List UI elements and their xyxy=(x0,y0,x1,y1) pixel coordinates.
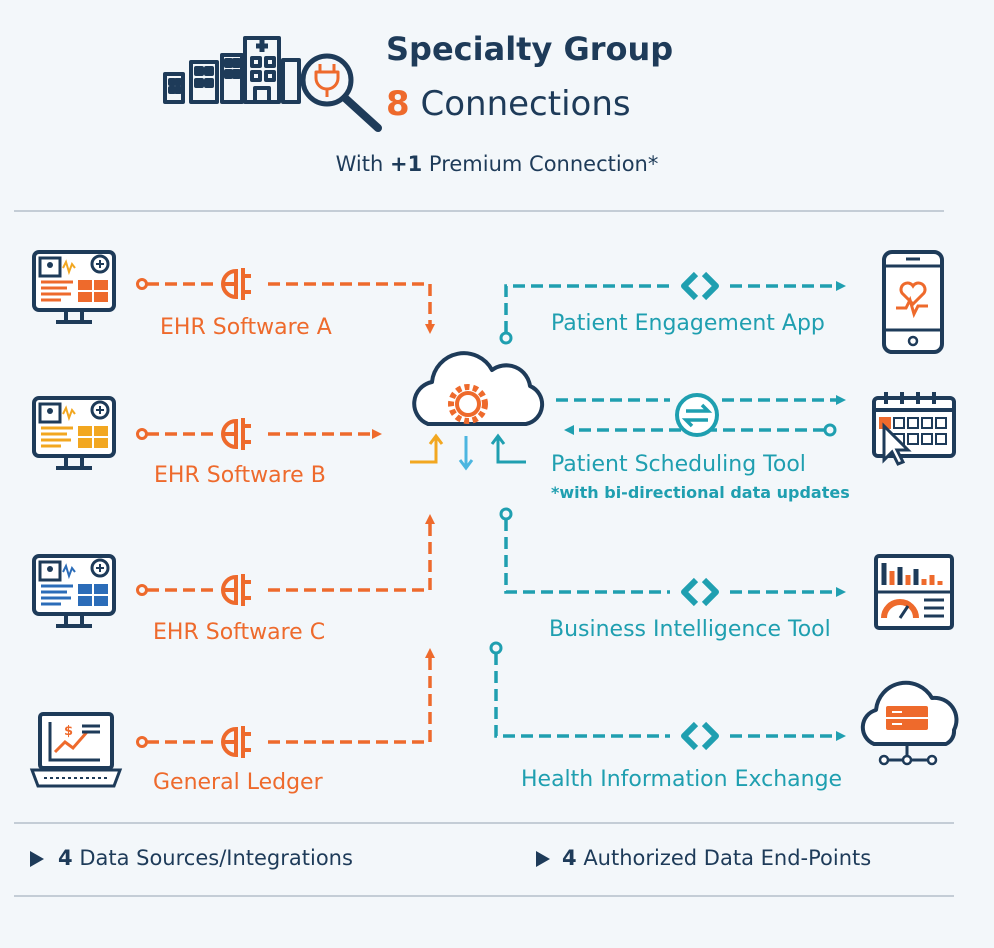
cloud-server-icon xyxy=(860,680,959,766)
connections-label: Connections xyxy=(420,84,631,124)
ehr-monitor-icon xyxy=(32,554,116,628)
footer-endpoints-summary: 4 Authorized Data End-Points xyxy=(562,846,871,870)
dashboard-chart-icon xyxy=(874,554,954,630)
code-brackets-icon xyxy=(681,577,719,607)
source-label-ledger: General Ledger xyxy=(153,770,323,795)
plug-connector-icon xyxy=(221,574,251,606)
calendar-cursor-icon xyxy=(872,392,956,466)
bullet-triangle-icon xyxy=(30,851,44,867)
ledger-laptop-icon: $ xyxy=(29,712,123,788)
ehr-monitor-icon xyxy=(32,250,116,324)
hospital-buildings-search-plug-icon xyxy=(163,36,382,132)
source-label-ehr-c: EHR Software C xyxy=(153,620,326,645)
plug-connector-icon xyxy=(221,268,251,300)
sync-arrows-icon xyxy=(675,393,719,437)
plug-connector-icon xyxy=(221,418,251,450)
footer-endpoints-label: Authorized Data End-Points xyxy=(583,846,872,870)
connections-summary: 8 Connections xyxy=(386,84,631,124)
svg-text:$: $ xyxy=(64,724,73,739)
smartphone-heart-icon xyxy=(882,250,944,354)
premium-connection-note: With +1 Premium Connection* xyxy=(0,152,994,176)
endpoint-label-hie: Health Information Exchange xyxy=(521,767,843,792)
cloud-gear-icon xyxy=(412,351,545,426)
source-label-ehr-a: EHR Software A xyxy=(160,315,332,340)
ehr-monitor-icon xyxy=(32,396,116,470)
bullet-triangle-icon xyxy=(536,851,550,867)
footer-sources-summary: 4 Data Sources/Integrations xyxy=(58,846,353,870)
code-brackets-icon xyxy=(681,271,719,301)
endpoint-note-scheduling: *with bi-directional data updates xyxy=(551,483,850,502)
endpoint-label-bi: Business Intelligence Tool xyxy=(549,617,831,642)
footer-endpoints-count: 4 xyxy=(562,846,577,870)
code-brackets-icon xyxy=(681,721,719,751)
plug-connector-icon xyxy=(221,726,251,758)
page-title: Specialty Group xyxy=(386,30,674,68)
premium-count: +1 xyxy=(390,152,423,176)
footer-sources-count: 4 xyxy=(58,846,73,870)
footer-sources-label: Data Sources/Integrations xyxy=(79,846,353,870)
connections-count: 8 xyxy=(386,84,410,124)
premium-prefix: With xyxy=(335,152,384,176)
endpoint-label-scheduling: Patient Scheduling Tool xyxy=(551,452,806,477)
source-label-ehr-b: EHR Software B xyxy=(154,463,326,488)
endpoint-label-engagement: Patient Engagement App xyxy=(551,311,825,336)
premium-label: Premium Connection* xyxy=(428,152,659,176)
